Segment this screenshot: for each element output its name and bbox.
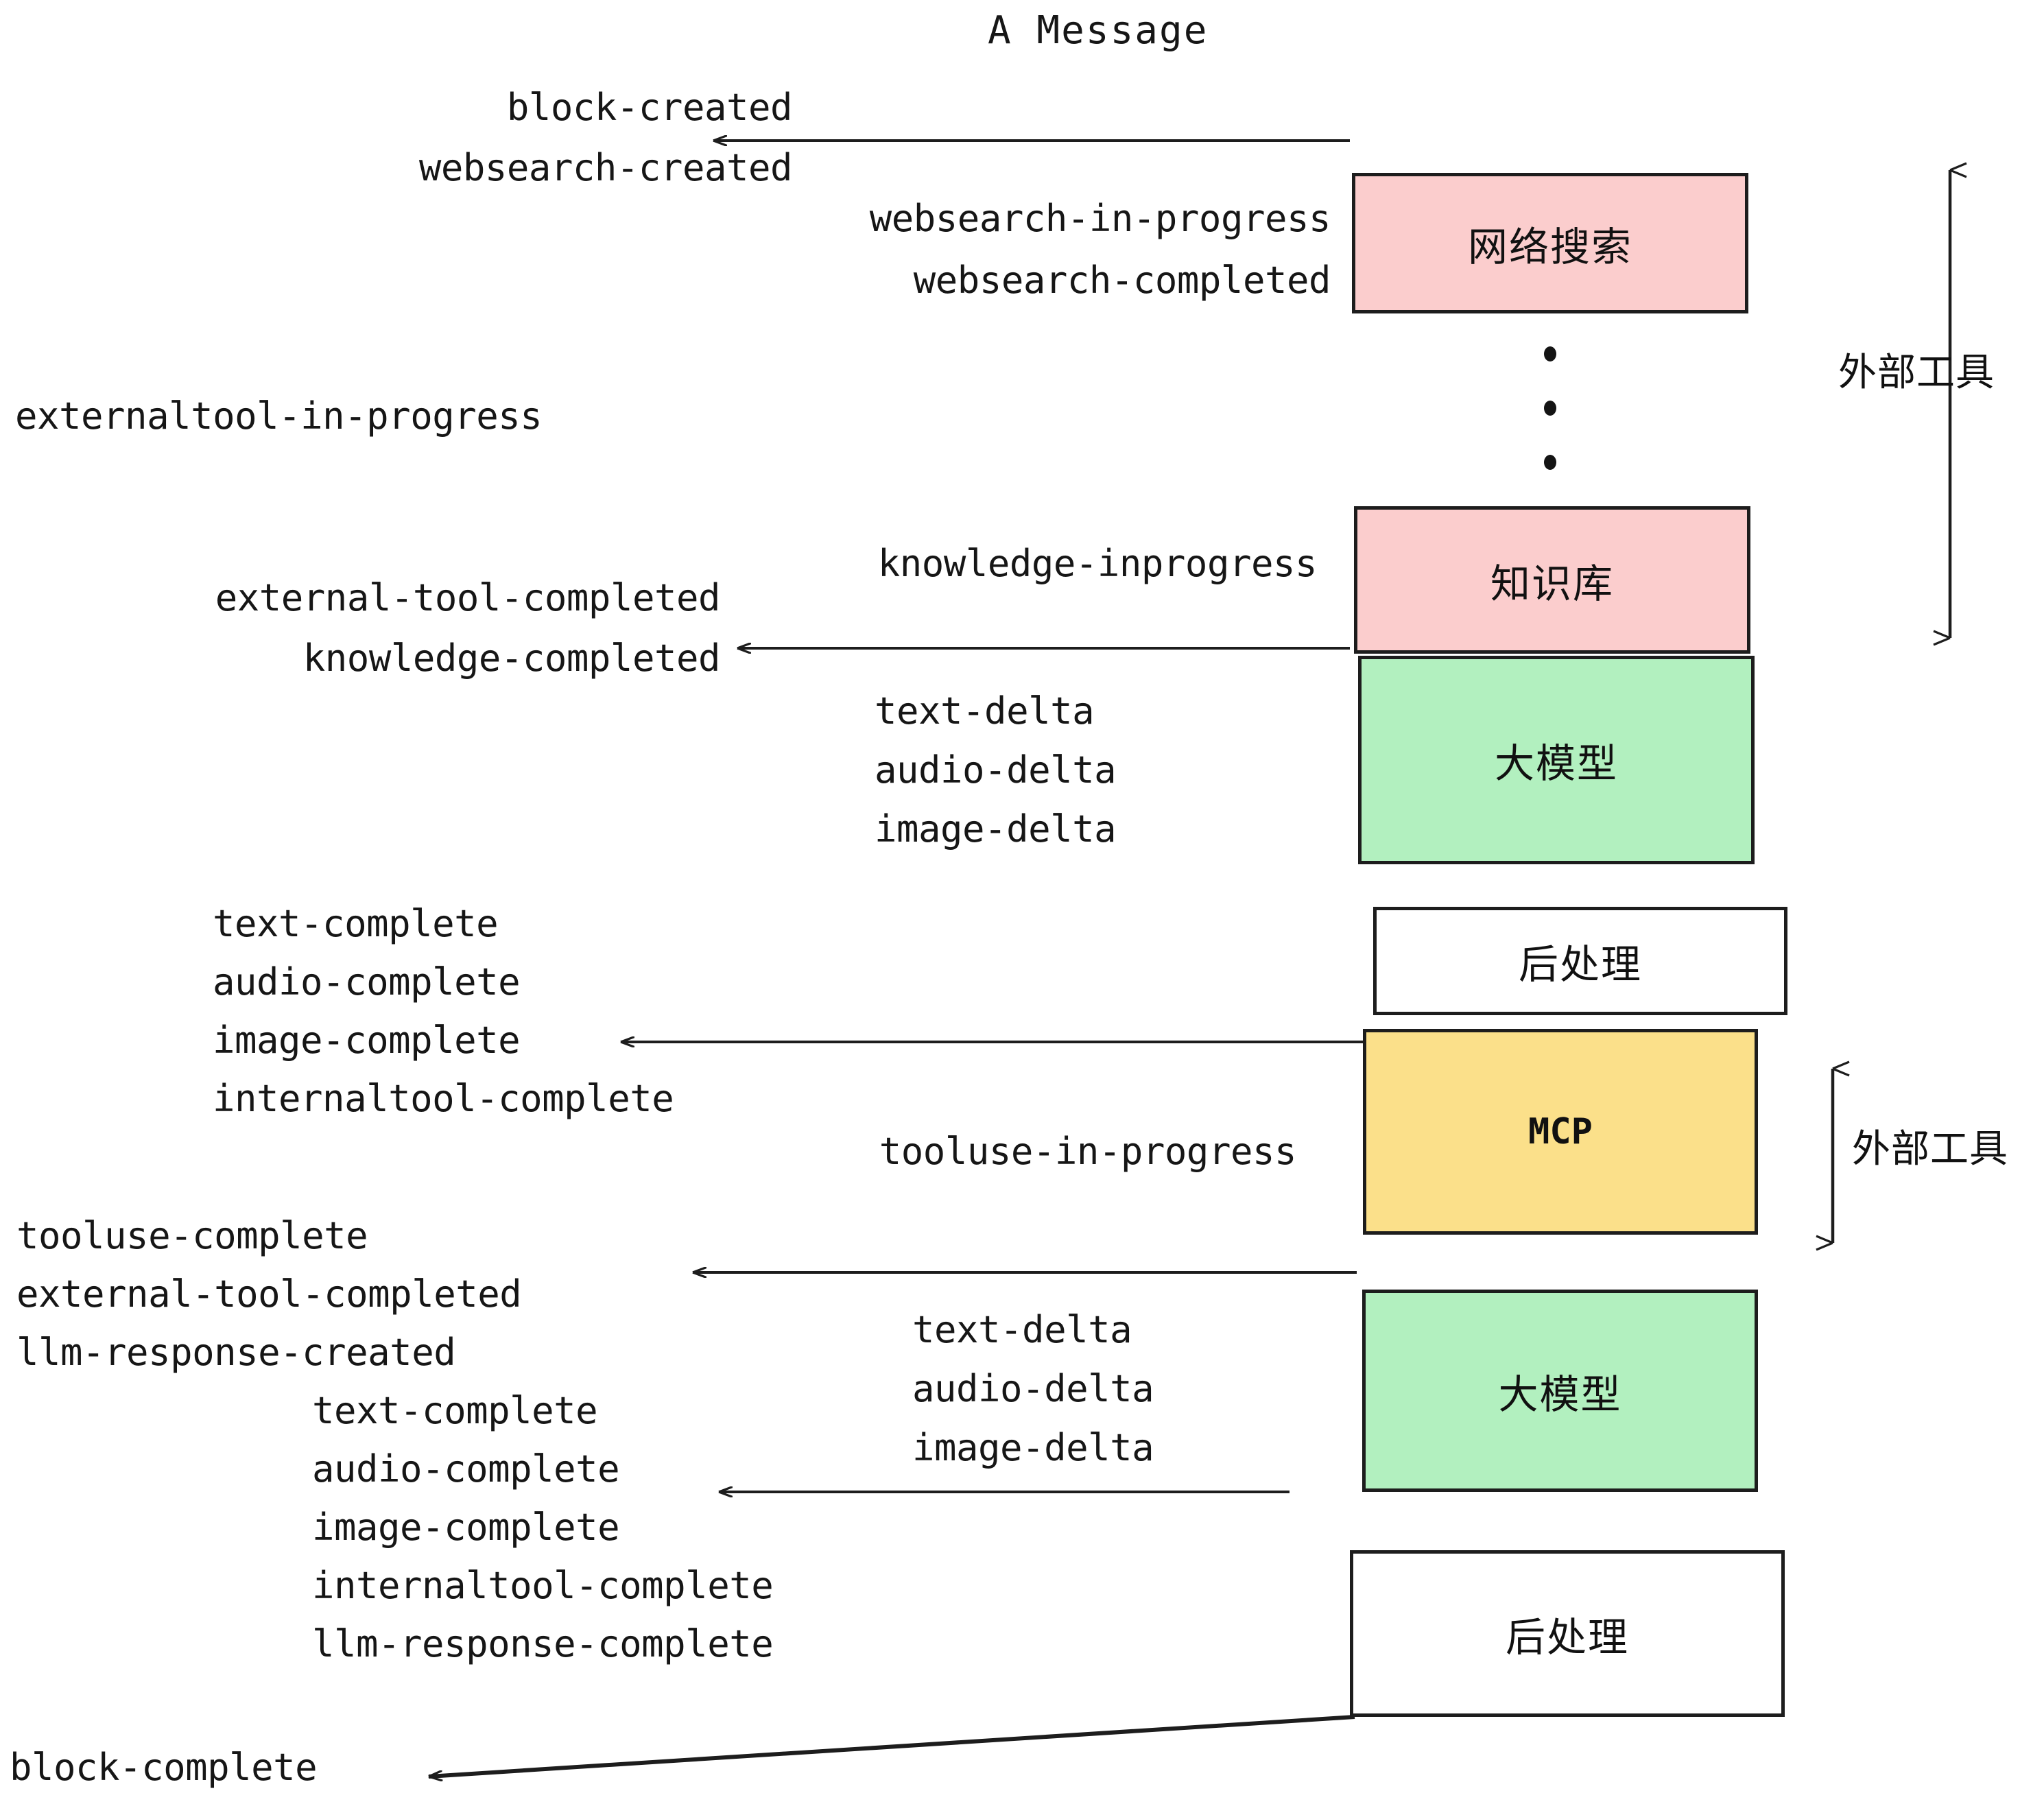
- node-knowledge-base[interactable]: 知识库: [1354, 506, 1750, 654]
- node-websearch[interactable]: 网络搜索: [1352, 173, 1748, 313]
- event-group-externaltool-in-progress: externaltool-in-progress: [15, 394, 543, 438]
- event-group-llm-delta-2: text-delta audio-delta image-delta: [912, 1312, 1154, 1467]
- event-label: image-delta: [875, 807, 1117, 851]
- event-group-external-tool-completed: external-tool-completed knowledge-comple…: [0, 576, 721, 680]
- event-label: text-complete: [213, 902, 499, 945]
- event-label: knowledge-inprogress: [877, 542, 1318, 585]
- event-label: image-complete: [213, 1019, 521, 1062]
- event-label: externaltool-in-progress: [15, 394, 543, 438]
- event-label: text-complete: [312, 1389, 598, 1432]
- event-label: text-delta: [875, 689, 1095, 733]
- ellipsis-dot: [1544, 455, 1556, 470]
- node-label: 网络搜索: [1467, 223, 1632, 270]
- event-label: tooluse-complete: [16, 1214, 368, 1257]
- side-label-external-tools-top: 外部工具: [1838, 351, 1995, 395]
- event-label: external-tool-completed: [16, 1272, 522, 1316]
- event-label: knowledge-completed: [302, 637, 721, 680]
- event-group-block-created: block-created websearch-created: [0, 86, 793, 189]
- event-label: audio-complete: [312, 1447, 620, 1491]
- event-label: internaltool-complete: [213, 1077, 674, 1120]
- event-label: external-tool-completed: [215, 576, 721, 619]
- event-label: block-complete: [10, 1746, 318, 1789]
- event-group-websearch-progress: websearch-in-progress websearch-complete…: [384, 200, 1331, 299]
- node-postprocess-2[interactable]: 后处理: [1350, 1550, 1785, 1717]
- node-label: 知识库: [1490, 560, 1614, 607]
- event-label: llm-response-complete: [312, 1622, 774, 1665]
- ellipsis-dot: [1544, 346, 1556, 361]
- node-label: 大模型: [1494, 740, 1618, 787]
- ellipsis-dot: [1544, 401, 1556, 416]
- node-postprocess-1[interactable]: 后处理: [1373, 907, 1787, 1015]
- node-llm-1[interactable]: 大模型: [1358, 656, 1755, 864]
- event-group-postproc-complete-1: text-complete audio-complete image-compl…: [213, 905, 674, 1117]
- event-label: websearch-completed: [913, 259, 1331, 302]
- event-label: audio-delta: [875, 748, 1117, 792]
- side-label-external-tools-bottom: 外部工具: [1852, 1127, 2008, 1172]
- event-label: text-delta: [912, 1308, 1132, 1351]
- event-group-llm-delta-1: text-delta audio-delta image-delta: [875, 689, 1117, 851]
- event-label: llm-response-created: [16, 1331, 456, 1374]
- event-group-tooluse-in-progress: tooluse-in-progress: [370, 1130, 1297, 1173]
- event-label: block-created: [506, 86, 793, 129]
- node-mcp[interactable]: MCP: [1363, 1029, 1758, 1235]
- event-label: image-complete: [312, 1506, 620, 1549]
- node-llm-2[interactable]: 大模型: [1362, 1290, 1758, 1492]
- event-group-block-complete: block-complete: [10, 1746, 318, 1789]
- event-group-tooluse-complete: tooluse-complete external-tool-completed…: [16, 1214, 522, 1374]
- event-label: image-delta: [912, 1426, 1154, 1469]
- vertical-ellipsis: [1543, 346, 1557, 470]
- event-group-postproc-complete-2: text-complete audio-complete image-compl…: [312, 1389, 774, 1665]
- event-label: audio-complete: [213, 960, 521, 1004]
- event-label: internaltool-complete: [312, 1564, 774, 1607]
- event-label: tooluse-in-progress: [879, 1130, 1297, 1173]
- event-label: websearch-in-progress: [869, 197, 1331, 240]
- node-label: 后处理: [1518, 941, 1642, 988]
- node-label: 大模型: [1498, 1370, 1622, 1418]
- event-group-knowledge-inprogress: knowledge-inprogress: [384, 542, 1318, 585]
- node-label: MCP: [1528, 1111, 1593, 1152]
- node-label: 后处理: [1505, 1613, 1629, 1661]
- event-label: websearch-created: [418, 146, 793, 189]
- diagram-title: A Message: [988, 8, 1209, 53]
- arrow-postproc2-to-block-complete: [429, 1715, 1355, 1777]
- event-label: audio-delta: [912, 1367, 1154, 1410]
